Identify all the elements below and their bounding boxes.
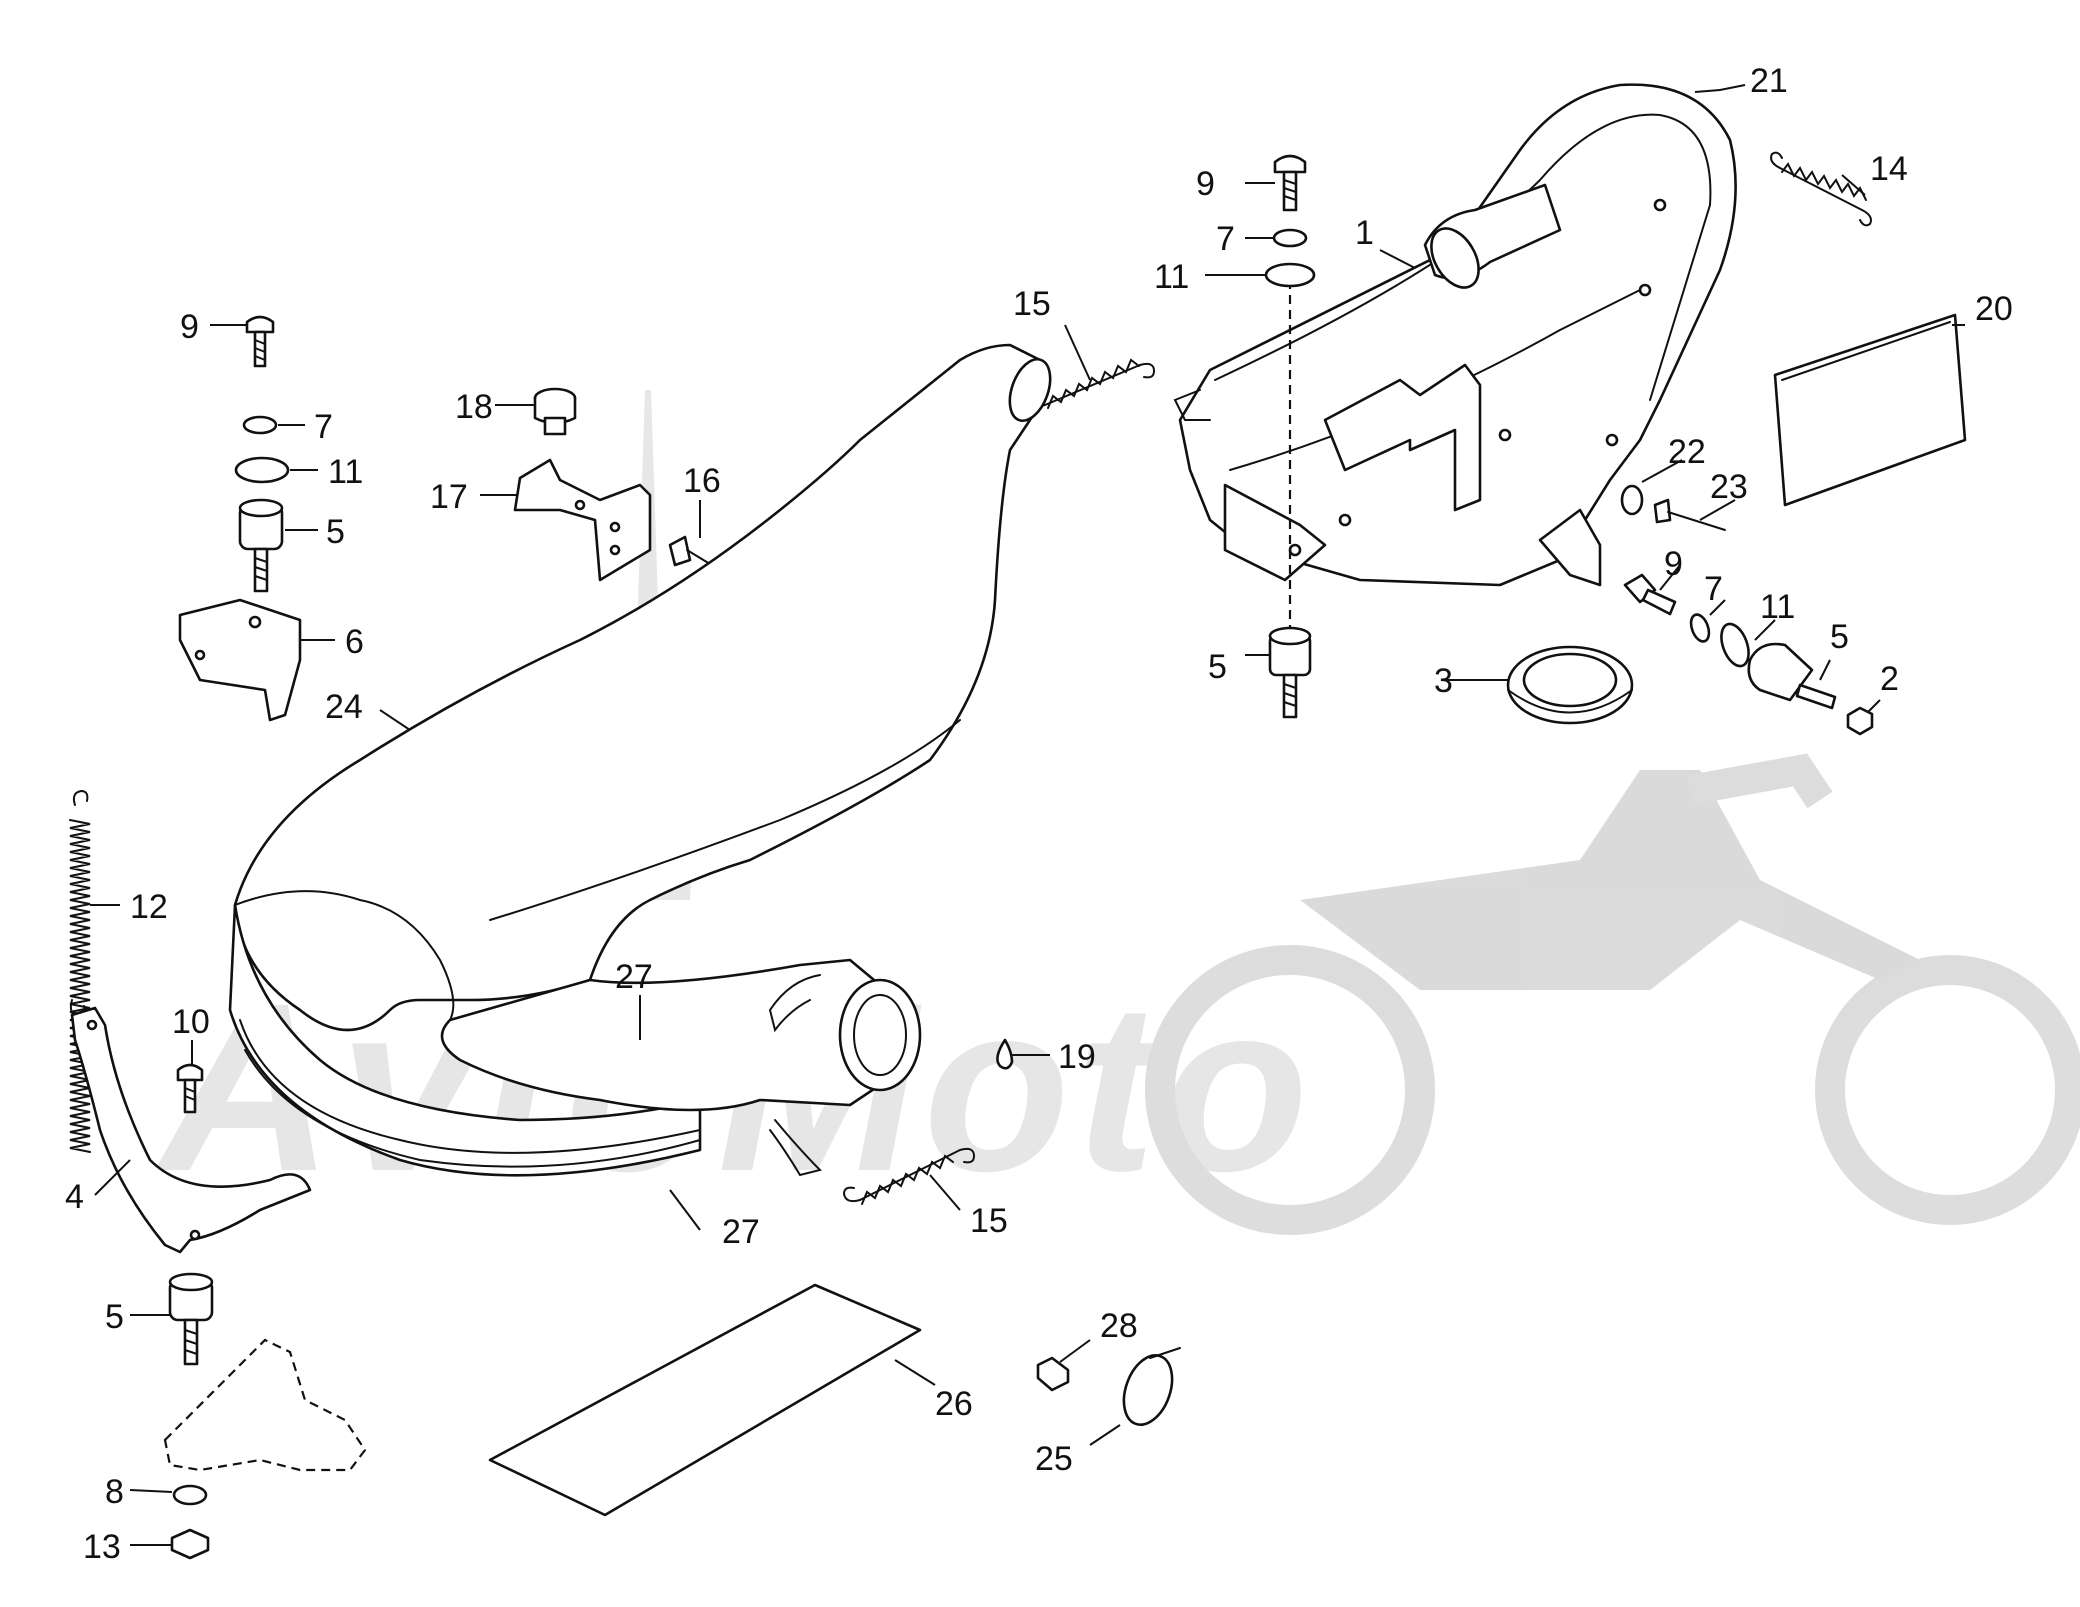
callout-21: 21 xyxy=(1750,62,1788,100)
callout-5-silencer: 5 xyxy=(1208,648,1227,686)
callout-10: 10 xyxy=(172,1003,210,1041)
callout-14: 14 xyxy=(1870,150,1908,188)
strap-4 xyxy=(70,1006,312,1254)
silencer-body xyxy=(1178,83,1737,587)
insulation-sheet-26 xyxy=(488,1283,922,1517)
rubber-mount-5-left xyxy=(238,498,284,593)
callout-9-right: 9 xyxy=(1664,545,1683,583)
clip-28 xyxy=(1036,1356,1070,1392)
callout-18: 18 xyxy=(455,388,493,426)
ghost-bracket xyxy=(163,1338,367,1472)
callout-11-top: 11 xyxy=(1154,258,1189,296)
callout-27-lower: 27 xyxy=(722,1213,760,1251)
callout-16: 16 xyxy=(683,462,721,500)
rubber-mount-5-right xyxy=(1747,642,1837,710)
watermark-motorcycle xyxy=(1145,753,2080,1235)
washer-22 xyxy=(1620,484,1644,516)
grommet-3 xyxy=(1506,645,1634,725)
callout-26: 26 xyxy=(935,1385,973,1423)
spring-15-lower xyxy=(842,1147,976,1205)
washer-11-right xyxy=(1720,622,1750,668)
exhaust-pipe-24 xyxy=(228,343,1052,1177)
callout-27-upper: 27 xyxy=(615,958,653,996)
cap-18 xyxy=(533,387,577,436)
silencer-seam xyxy=(1214,113,1712,401)
silencer-assembly xyxy=(1173,83,1737,587)
callout-11-right: 11 xyxy=(1760,588,1795,626)
callout-15-upper: 15 xyxy=(1013,285,1051,323)
hose-clamp-25 xyxy=(1122,1347,1181,1426)
bolt-10 xyxy=(176,1063,204,1114)
drop-19 xyxy=(996,1038,1014,1070)
washer-11-silencer xyxy=(1264,262,1316,288)
heat-pad-20 xyxy=(1773,313,1967,507)
callout-28: 28 xyxy=(1100,1307,1138,1345)
callout-1: 1 xyxy=(1355,214,1374,252)
callout-25: 25 xyxy=(1035,1440,1073,1478)
callout-23: 23 xyxy=(1710,468,1748,506)
callout-7-top: 7 xyxy=(1216,220,1235,258)
callout-3: 3 xyxy=(1434,662,1453,700)
rivet-23 xyxy=(1653,498,1726,531)
rubber-mount-5-bottom xyxy=(168,1272,214,1366)
callout-15-lower: 15 xyxy=(970,1202,1008,1240)
silencer-bracket xyxy=(1323,363,1482,512)
spring-12 xyxy=(69,789,91,1153)
callout-11-left: 11 xyxy=(328,453,363,491)
nut-2 xyxy=(1846,706,1874,736)
callout-5-right: 5 xyxy=(1830,618,1849,656)
callout-7-right: 7 xyxy=(1704,570,1723,608)
nut-13 xyxy=(170,1528,210,1560)
callouts: 1 21 14 20 9 7 11 15 22 23 9 7 11 5 2 5 … xyxy=(65,62,2013,1566)
spring-14 xyxy=(1770,151,1872,227)
callout-17: 17 xyxy=(430,478,468,516)
callout-9-top: 9 xyxy=(1196,165,1215,203)
callout-6: 6 xyxy=(345,623,364,661)
callout-5-left: 5 xyxy=(326,513,345,551)
washer-11-left xyxy=(234,456,290,484)
bolt-9-left xyxy=(245,315,275,368)
callout-12: 12 xyxy=(130,888,168,926)
callout-24: 24 xyxy=(325,688,363,726)
callout-22: 22 xyxy=(1668,433,1706,471)
washer-8 xyxy=(172,1484,208,1506)
washer-7-silencer xyxy=(1272,228,1308,248)
callout-19: 19 xyxy=(1058,1038,1096,1076)
bolt-9-silencer xyxy=(1273,154,1307,212)
bracket-17 xyxy=(513,458,652,582)
callout-13: 13 xyxy=(83,1528,121,1566)
callout-7-left: 7 xyxy=(314,408,333,446)
washer-7-right xyxy=(1689,613,1711,643)
washer-7-left xyxy=(242,415,278,435)
bracket-6 xyxy=(178,598,302,722)
expansion-chamber-body xyxy=(233,343,1045,1032)
callout-5-bottom: 5 xyxy=(105,1298,124,1336)
callout-2: 2 xyxy=(1880,660,1899,698)
callout-9-left: 9 xyxy=(180,308,199,346)
bolt-9-right xyxy=(1623,573,1677,616)
callout-8: 8 xyxy=(105,1473,124,1511)
callout-20: 20 xyxy=(1975,290,2013,328)
rubber-mount-5-lower xyxy=(1268,626,1312,719)
callout-4: 4 xyxy=(65,1178,84,1216)
